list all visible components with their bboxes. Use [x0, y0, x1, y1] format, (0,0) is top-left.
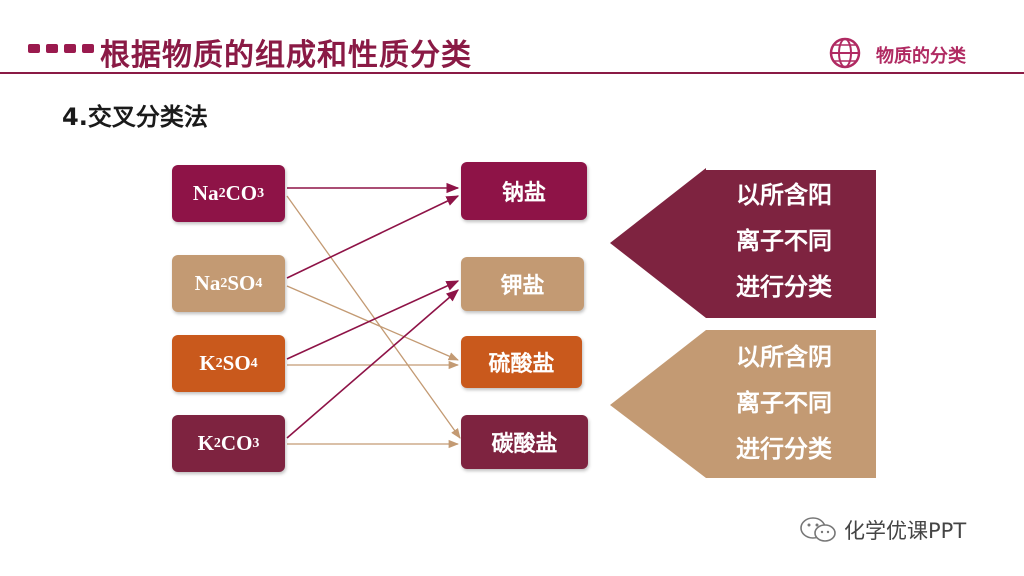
section-tag: 物质的分类	[876, 46, 966, 67]
cation-arrow-text: 以所含阳 离子不同 进行分类	[736, 181, 832, 301]
category-sodium-salt: 钠盐	[461, 162, 587, 220]
link-k2co3-potassium-salt	[286, 289, 459, 439]
link-na2so4-sulfate	[286, 285, 459, 361]
page-title: 根据物质的组成和性质分类	[100, 38, 472, 73]
header-divider	[0, 72, 1024, 74]
watermark-text: 化学优课PPT	[844, 519, 967, 543]
anion-arrow-text: 以所含阴 离子不同 进行分类	[736, 343, 832, 463]
header-dots-decoration	[28, 44, 94, 53]
section-subtitle: 4.交叉分类法	[62, 103, 208, 131]
watermark: 化学优课PPT	[798, 515, 966, 545]
category-carbonate: 碳酸盐	[461, 415, 588, 469]
wechat-icon	[800, 517, 836, 542]
category-potassium-salt: 钾盐	[461, 257, 584, 311]
category-sulfate: 硫酸盐	[461, 336, 582, 388]
header: 根据物质的组成和性质分类 物质的分类	[0, 0, 1024, 78]
link-na2co3-carbonate	[286, 195, 461, 439]
globe-icon	[829, 37, 861, 69]
cation-classification-arrow	[610, 168, 876, 318]
anion-classification-arrow	[610, 330, 876, 478]
link-k2so4-potassium-salt	[286, 280, 460, 360]
link-na2so4-sodium-salt	[286, 195, 460, 279]
